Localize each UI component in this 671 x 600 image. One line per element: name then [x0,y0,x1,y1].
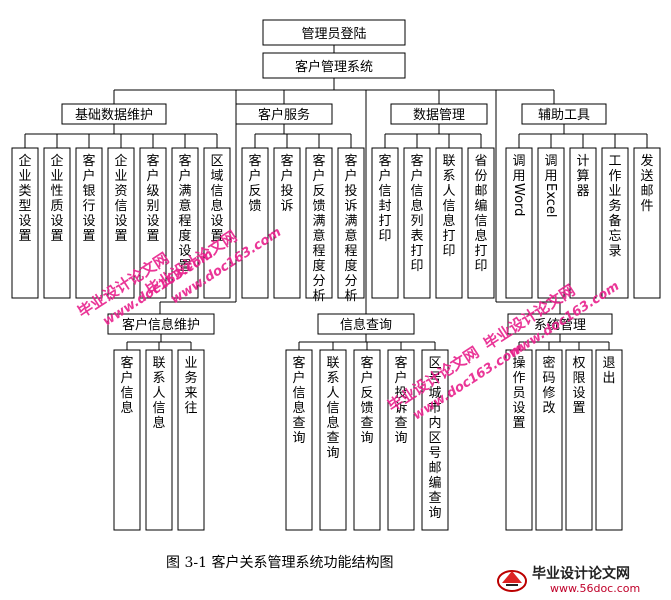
g-cust-child-box [145,349,173,531]
g-cust-child-box [113,349,141,531]
g-aux-child-box [601,147,629,299]
g-sys-child-box [565,349,593,531]
g-basic-child-box [75,147,103,299]
g-aux-child-label: 计算器 [576,154,589,199]
g-basic-label: 基础数据维护 [75,108,153,123]
logo-mark-icon [497,570,527,592]
g-basic-child-box [171,147,199,299]
g-query-child-label: 客户信息查询 [292,355,305,446]
g-basic-child-label: 企业资信设置 [114,153,127,244]
g-basic-child-label: 企业类型设置 [18,153,31,244]
g-query-child-box [421,349,449,531]
g-data-child-label: 省份邮编信息打印 [474,154,487,274]
g-sys-child-label: 权限设置 [572,355,585,416]
g-basic-child-box [107,147,135,299]
g-query-child-box [285,349,313,531]
g-service-child-box [273,147,301,299]
g-cust-child-box [177,349,205,531]
g-cust-child-label: 客户信息 [120,355,133,416]
g-aux-child-label: 工作业务备忘录 [608,154,621,259]
site-logo: 毕业设计论文网 www.56doc.com [494,563,666,599]
g-service-label: 客户服务 [258,107,310,123]
g-aux-child-latin: Excel [543,183,558,217]
g-sys-child-box [505,349,533,531]
g-aux-child-label: 发送邮件 [640,153,653,214]
g-service-child-label: 客户反馈满意程度分析 [312,153,325,304]
g-basic-child-box [203,147,231,299]
g-service-child-label: 客户投诉 [280,153,293,214]
g-sys-child-label: 密码修改 [542,355,555,416]
g-sys-child-box [535,349,563,531]
g-data-child-box [403,147,431,299]
g-basic-child-box [43,147,71,299]
g-basic-child-label: 客户银行设置 [82,153,95,244]
g-aux-child-box [537,147,565,299]
g-data-child-label: 客户信封打印 [378,153,391,244]
g-basic-child-label: 企业性质设置 [50,153,63,244]
g-query-label: 信息查询 [340,317,392,333]
g-query-child-label: 客户投诉查询 [394,355,407,446]
g-service-child-label: 客户反馈 [248,153,261,214]
g-aux-label: 辅助工具 [538,108,590,123]
login-label: 管理员登陆 [301,26,366,42]
g-aux-child-box [569,147,597,299]
g-cust-child-label: 联系人信息 [152,356,165,431]
g-sys-label: 系统管理 [534,318,586,333]
g-query-child-box [387,349,415,531]
g-query-child-label: 客户反馈查询 [360,355,373,446]
g-sys-child-box [595,349,623,531]
g-data-child-box [435,147,463,299]
g-aux-child-box [505,147,533,299]
logo-url: www.56doc.com [550,582,641,595]
g-basic-child-label: 客户满意程度设置 [178,153,191,274]
g-query-child-label: 联系人信息查询 [326,356,339,461]
g-basic-child-label: 客户级别设置 [146,153,159,244]
logo-text: 毕业设计论文网 [532,566,630,582]
g-aux-child-label: 调用 [544,154,557,184]
g-aux-child-label: 调用 [512,154,525,184]
g-aux-child-box [633,147,661,299]
g-cust-child-label: 业务来往 [184,356,197,416]
g-data-label: 数据管理 [413,108,465,123]
login-box [262,19,406,46]
g-data-child-label: 联系人信息打印 [442,154,455,259]
g-aux-child-latin: Word [511,183,526,216]
g-service-child-label: 客户投诉满意程度分析 [344,153,357,304]
g-sys-child-label: 操作员设置 [512,355,525,431]
g-basic-child-label: 区域信息设置 [210,154,223,244]
g-data-child-label: 客户信息列表打印 [410,153,423,274]
g-sys-child-label: 退出 [602,356,615,386]
g-service-child-box [305,147,333,299]
g-data-child-box [371,147,399,299]
g-service-child-box [241,147,269,299]
g-basic-child-box [139,147,167,299]
g-query-child-label: 区号城市内区号邮编查询 [428,356,441,521]
g-data-child-box [467,147,495,299]
figure-caption: 图 3-1 客户关系管理系统功能结构图 [166,554,393,571]
g-query-child-box [353,349,381,531]
g-cust-label: 客户信息维护 [122,317,200,333]
g-service-child-box [337,147,365,299]
system-label: 客户管理系统 [295,59,373,75]
g-query-child-box [319,349,347,531]
system-box [262,52,406,79]
g-basic-child-box [11,147,39,299]
